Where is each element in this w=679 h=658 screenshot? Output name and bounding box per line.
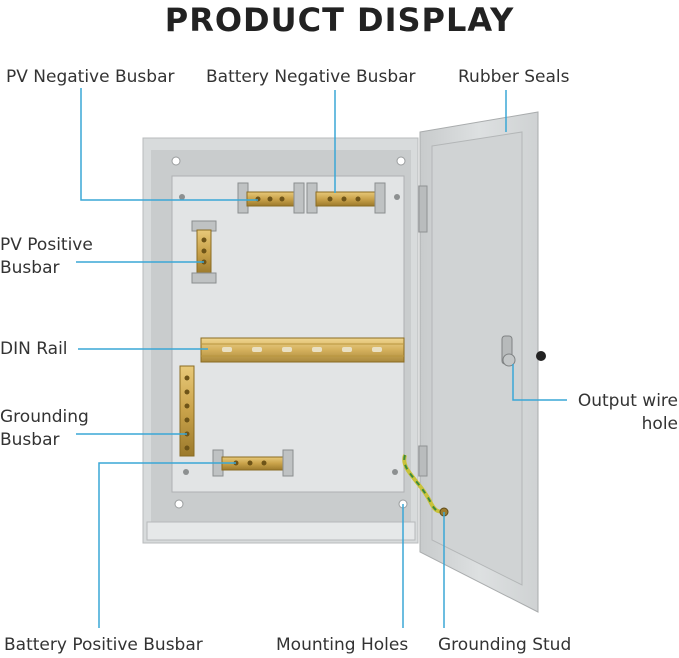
label-pv-positive-busbar-line1: PV Positive — [0, 235, 93, 255]
label-grounding-busbar-line2: Busbar — [0, 430, 60, 450]
label-output-wire-hole-line1: Output wire — [577, 391, 678, 411]
pv-positive-busbar — [191, 220, 217, 284]
label-battery-negative-busbar: Battery Negative Busbar — [206, 67, 416, 87]
label-din-rail: DIN Rail — [0, 339, 68, 359]
label-pv-negative-busbar: PV Negative Busbar — [6, 67, 175, 87]
label-grounding-stud: Grounding Stud — [438, 635, 572, 655]
page-title: PRODUCT DISPLAY — [164, 1, 515, 39]
label-pv-positive-busbar-line2: Busbar — [0, 258, 60, 278]
door — [418, 111, 546, 613]
label-mounting-holes: Mounting Holes — [276, 635, 409, 655]
top-busbars — [237, 182, 386, 214]
grounding-busbar — [179, 365, 195, 457]
label-grounding-busbar-line1: Grounding — [0, 407, 89, 427]
leader-lines — [76, 88, 567, 628]
din-rail — [200, 337, 405, 363]
label-rubber-seals: Rubber Seals — [458, 67, 570, 87]
label-output-wire-hole-line2: hole — [641, 414, 678, 434]
label-battery-positive-busbar: Battery Positive Busbar — [4, 635, 203, 655]
